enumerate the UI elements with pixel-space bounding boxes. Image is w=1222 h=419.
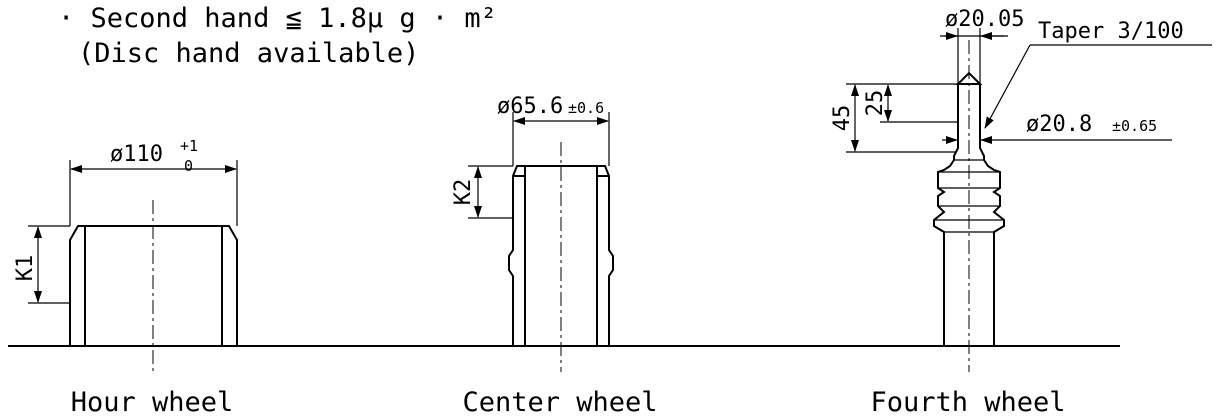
fourth-wheel-label: Fourth wheel bbox=[870, 387, 1065, 418]
k1-label: K1 bbox=[13, 255, 38, 282]
hour-wheel-diameter: ø110 bbox=[110, 142, 163, 167]
fourth-wheel-drawing bbox=[846, 28, 1212, 372]
taper-leader bbox=[984, 44, 1031, 129]
hour-wheel-label: Hour wheel bbox=[71, 387, 234, 418]
dim-25-label: 25 bbox=[863, 90, 888, 117]
tip-diameter: ø20.05 bbox=[945, 7, 1024, 32]
k2-label: K2 bbox=[451, 179, 476, 206]
hour-wheel-tol-upper: +1 bbox=[180, 137, 198, 155]
note-second-hand: · Second hand ≦ 1.8μ g · m² bbox=[58, 3, 497, 34]
note-disc-hand: (Disc hand available) bbox=[78, 38, 419, 69]
dim-45-label: 45 bbox=[830, 105, 855, 132]
center-wheel-drawing bbox=[468, 112, 614, 372]
center-wheel-label: Center wheel bbox=[462, 387, 657, 418]
pivot-diameter-tol: ±0.65 bbox=[1112, 117, 1157, 135]
hour-wheel-drawing bbox=[28, 160, 238, 372]
hour-wheel-tol-lower: 0 bbox=[184, 157, 193, 175]
center-wheel-tol: ±0.6 bbox=[568, 99, 604, 117]
taper-label: Taper 3/100 bbox=[1038, 19, 1184, 44]
center-wheel-diameter: ø65.6 bbox=[497, 94, 563, 119]
pivot-diameter: ø20.8 bbox=[1026, 112, 1092, 137]
